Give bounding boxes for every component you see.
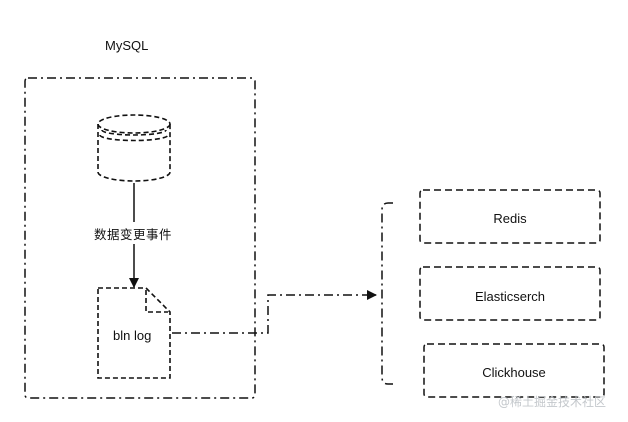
- redis-box: [419, 189, 601, 244]
- targets-bracket: [381, 202, 393, 385]
- clickhouse-label: Clickhouse: [482, 365, 546, 380]
- elasticsearch-box: [419, 266, 601, 321]
- mysql-label: MySQL: [105, 38, 149, 53]
- binlog-to-targets-connector: [172, 290, 377, 334]
- event-label: 数据变更事件: [94, 227, 173, 242]
- elasticsearch-label: Elasticserch: [474, 289, 546, 304]
- mysql-container: [24, 77, 256, 399]
- redis-label: Redis: [493, 211, 527, 226]
- database-icon: [97, 114, 171, 182]
- clickhouse-box: [423, 343, 605, 398]
- binlog-document-icon: [97, 287, 171, 379]
- watermark: @稀土掘金技术社区: [498, 395, 607, 409]
- binlog-label: bln log: [113, 328, 152, 343]
